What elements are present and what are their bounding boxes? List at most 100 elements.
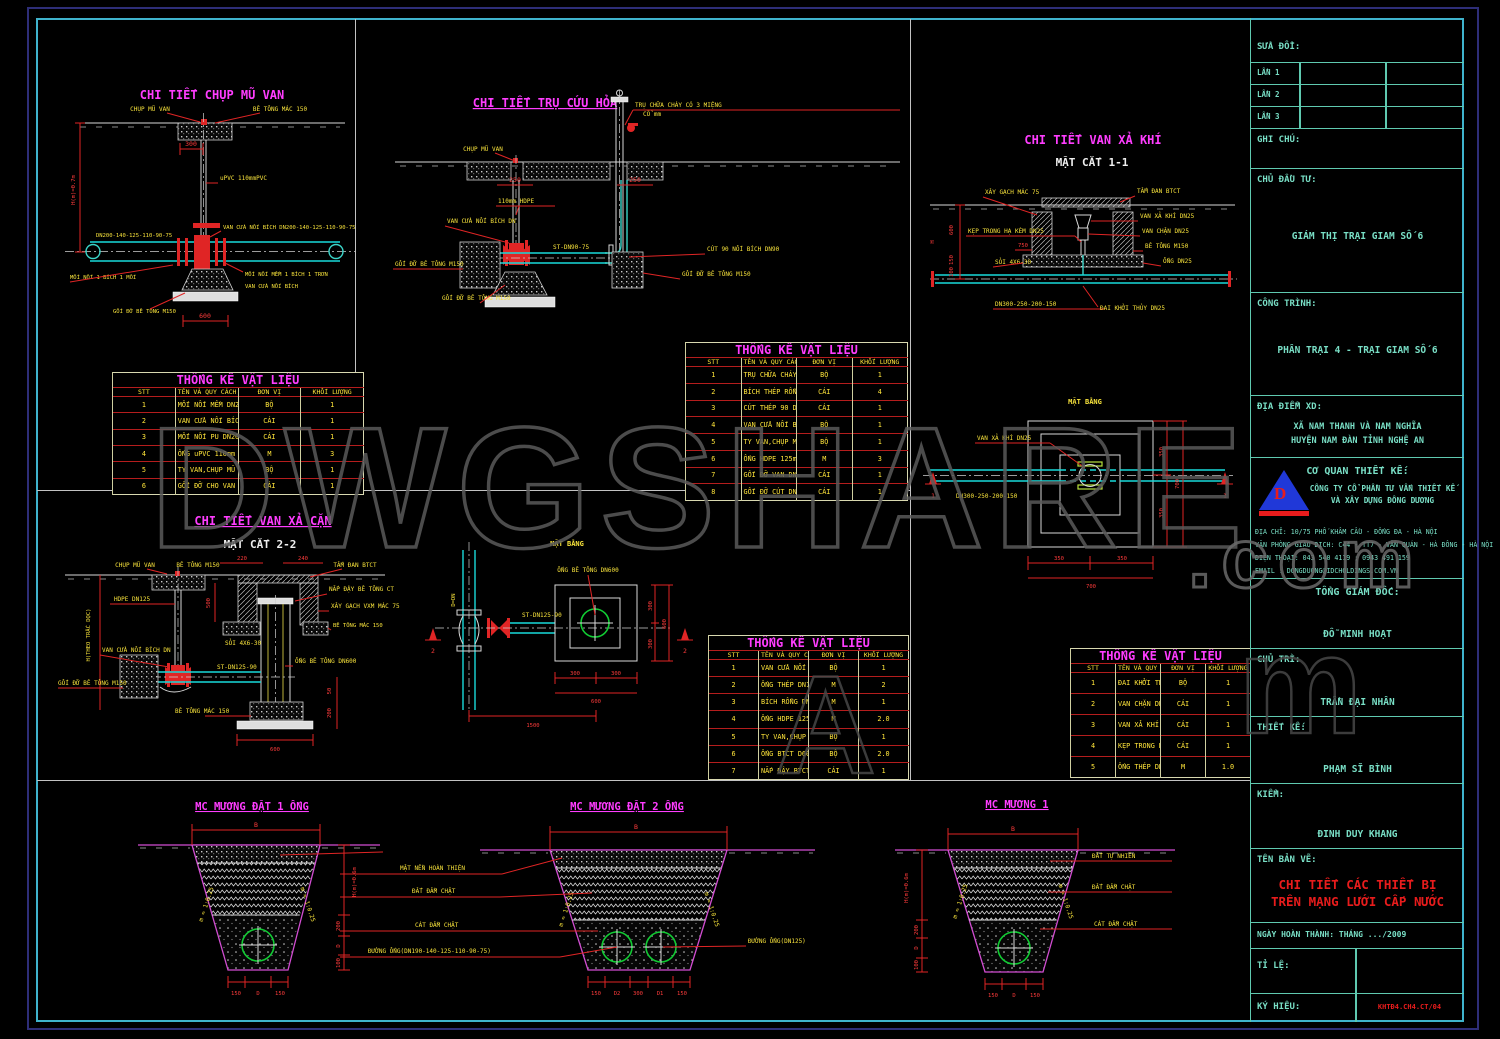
drawing-air-valve-section: CHI TIẾT VAN XẢ KHÍ MẶT CẮT 1-1	[930, 131, 1237, 312]
label-van-cua: VAN CỬA NỐI BÍCH DN	[447, 217, 516, 225]
d3-dimensions: H 600 150 100 750	[930, 204, 1032, 280]
section-markers: 1 1	[925, 472, 1233, 500]
trench-body	[191, 844, 384, 971]
dim-300a: 300	[648, 601, 654, 611]
t2-dimensions: B 150 D2 300 D1 150	[549, 823, 728, 997]
label-van-cua: VAN CỬA NỐI BÍCH	[245, 282, 298, 290]
riser-pipe	[512, 155, 520, 250]
dim-600: 600	[270, 747, 280, 753]
drawing-title: CHI TIẾT VAN XẢ CẶN	[194, 512, 331, 528]
valve-support	[172, 268, 239, 302]
d3p-dimensions: 350 350 700 350 350 700	[1027, 420, 1187, 590]
dim-300: 300	[185, 140, 197, 148]
label-van-chan: VAN CHẶN DN25	[1142, 228, 1189, 235]
tb-company-line-2: VÀ XÂY DỰNG ĐÔNG DƯƠNG	[1330, 496, 1435, 505]
dim-700a: 700	[1175, 479, 1181, 489]
tb-ten-ban-ve: TÊN BẢN VẼ: CHI TIẾT CÁC THIẾT BỊ TRÊN M…	[1251, 848, 1464, 922]
drawing-title: CHI TIẾT TRỤ CỨU HỎA	[473, 94, 618, 110]
drawing-washout-valve-section: CHI TIẾT VAN XẢ CẶN MẶT CẮT 2-2	[58, 512, 400, 753]
dim-200: 200	[336, 921, 342, 931]
label-st: ST-DN125-90	[522, 612, 562, 619]
trench-body	[549, 849, 728, 971]
branch-valve	[435, 618, 670, 638]
dim-h: H(m)=0.7m	[71, 174, 77, 204]
drain-pipe	[135, 667, 295, 687]
drawing-subtitle: MẶT CẮT 1-1	[1056, 156, 1129, 169]
table-title: THỐNG KÊ VẬT LIỆU	[685, 342, 908, 358]
label-d-dn: D=DN	[451, 593, 457, 606]
label-nap-day: NẮP ĐẬY BÊ TÔNG CT	[329, 585, 394, 593]
dim-50: 50	[327, 688, 333, 695]
tb-chu-tri-label: CHỦ TRÌ:	[1257, 655, 1301, 665]
manhole	[222, 574, 329, 636]
dim-600: 600	[199, 312, 211, 320]
dim-500: 500	[206, 598, 212, 608]
dim-150b: 150	[275, 991, 285, 997]
dim-db: D	[256, 991, 259, 997]
tb-dia-diem-label: ĐỊA ĐIỂM XD:	[1257, 402, 1323, 412]
tb-kiem-name: ĐINH DUY KHANG	[1317, 829, 1398, 840]
dim-h: H(m)=0.6m	[352, 866, 358, 896]
drawing-title: CHI TIẾT CHỤP MŨ VAN	[140, 87, 285, 102]
label-goi-do-3: GỐI ĐỠ BÊ TÔNG M150	[442, 294, 511, 302]
d3-labels: XÂY GẠCH MÁC 75 KẸP TRONG HẠ KÈM DN25 SỎ…	[966, 188, 1195, 312]
drawing-sheet-title-2: TRÊN MẠNG LƯỚI CẤP NƯỚC	[1270, 894, 1445, 909]
label-dat-tu-nhien: ĐẤT TỰ NHIÊN	[1092, 852, 1136, 860]
label-xay-gach: XÂY GẠCH MÁC 75	[985, 189, 1040, 196]
label-cut90: CÚT 90 NỐI BÍCH DN90	[707, 245, 780, 253]
marker-1-right: 1	[1223, 492, 1227, 500]
main-pipe-plan	[456, 542, 482, 720]
tb-thiet-ke-name: PHẠM SĨ BÌNH	[1323, 764, 1392, 775]
label-tam-dan: TẤM ĐAN BTCT	[333, 562, 377, 569]
label-st: ST-DN90-75	[553, 244, 590, 251]
tb-cell-divider	[1355, 994, 1357, 1022]
dim-d2: D2	[614, 991, 621, 997]
dim-300b: 300	[648, 639, 654, 649]
label-hydrant-1: TRỤ CHỮA CHÁY CÓ 3 MIỆNG	[635, 101, 722, 109]
tb-lan2-row: LẦN 2	[1251, 84, 1464, 106]
table-row: 5TY VAN,CHỤP MŨ VAN CHO VAN DN200(200,14…	[112, 461, 364, 479]
drawing-trench-1-pipe: MC MƯƠNG ĐẶT 1 ỐNG B	[138, 800, 384, 997]
label-chup-mu-van: CHỤP MŨ VAN	[115, 562, 155, 569]
table-title: THỐNG KÊ VẬT LIỆU	[1070, 648, 1251, 664]
label-upvc: uPVC 110mmPVC	[220, 175, 267, 182]
label-st: ST-DN125-90	[217, 664, 257, 671]
label-dn-run: DN300-250-200-150	[995, 301, 1057, 308]
dim-150b: 150	[1030, 993, 1040, 999]
support-blocks	[459, 241, 644, 308]
gate-valve	[177, 223, 226, 269]
label-goi-do-2: GỐI ĐỠ BÊ TÔNG M150	[682, 270, 751, 278]
label-van-cua: VAN CỬA NỐI BÍCH DN	[102, 646, 171, 654]
d2-dimensions: 250 250	[497, 176, 653, 186]
divider-vertical-2	[910, 19, 911, 780]
label-hdpe: HDPE DN125	[114, 596, 151, 603]
label-be-tong: BÊ TÔNG MÁC 150	[253, 105, 308, 113]
air-valve-plan	[1077, 461, 1103, 490]
label-hdpe: 110mm HDPE	[498, 198, 535, 205]
dim-150a: 150	[231, 991, 241, 997]
tb-lan1-row: LẦN 1	[1251, 62, 1464, 84]
d4-labels: CHỤP MŨ VAN BÊ TÔNG M150 TẤM ĐAN BTCT HD…	[58, 561, 400, 717]
dim-200: 200	[914, 925, 920, 935]
table-title: THỐNG KÊ VẬT LIỆU	[708, 635, 909, 651]
label-cat-dam: CÁT ĐẦM CHẶT	[1094, 921, 1138, 928]
table-row: 5TY VAN,CHỤP MŨ VAN CHO VAN DN125BỘ1	[708, 727, 909, 746]
label-dat-dam: ĐẤT ĐẦM CHẶT	[412, 888, 456, 895]
hydrant-post	[610, 89, 638, 257]
dim-600a: 600	[662, 619, 668, 629]
divider-horizontal-1	[37, 490, 910, 491]
dim-600: 600	[949, 225, 955, 235]
tb-code-label: KÝ HIỆU:	[1257, 1002, 1301, 1012]
